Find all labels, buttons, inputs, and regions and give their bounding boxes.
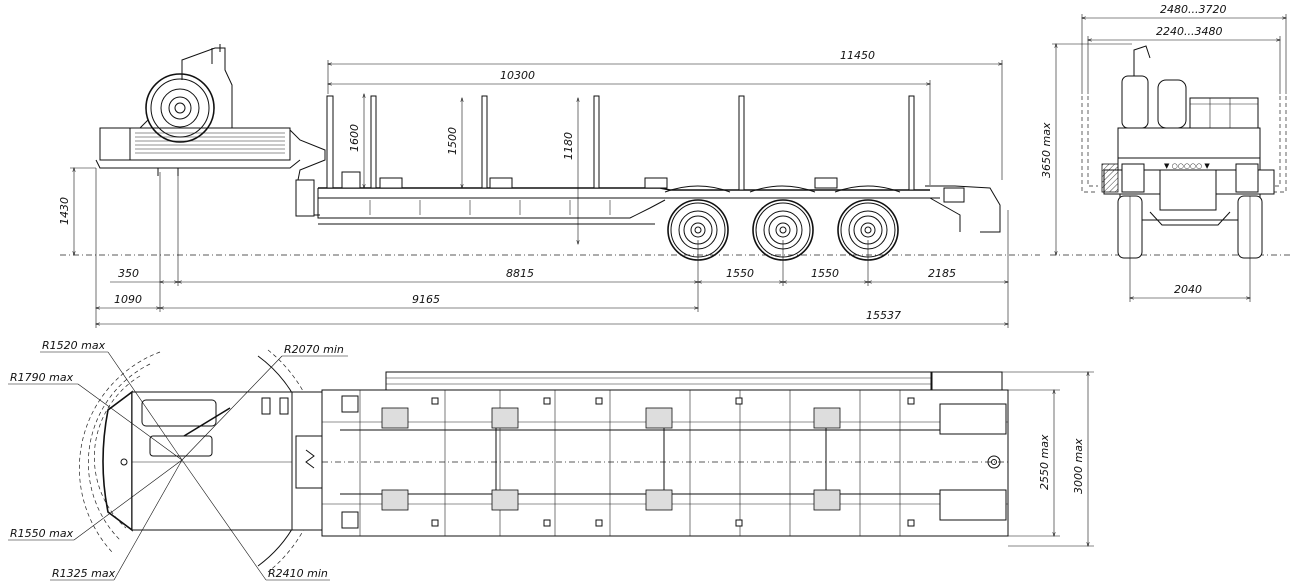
label-r1790: R1790 max <box>10 371 74 384</box>
main-frame <box>317 95 1001 233</box>
label-1180: 1180 <box>562 132 575 160</box>
dim-1500: 1500 <box>446 98 462 188</box>
label-3000-max: 3000 max <box>1072 438 1085 494</box>
label-1090: 1090 <box>114 293 142 306</box>
dim-1600: 1600 <box>348 94 364 188</box>
label-2550-max: 2550 max <box>1038 434 1051 490</box>
label-r1325: R1325 max <box>52 567 116 580</box>
label-350: 350 <box>118 267 139 280</box>
dim-3000-max: 3000 max <box>1002 372 1094 546</box>
radius-labels: R1520 max R1790 max R1550 max R1325 max … <box>8 339 348 581</box>
label-1430: 1430 <box>58 197 71 225</box>
side-view: 11450 10300 1600 1500 1180 1430 <box>58 44 1040 328</box>
dim-2040: 2040 <box>1130 258 1250 302</box>
dim-row-2: 1090 9165 <box>96 293 698 308</box>
label-10300: 10300 <box>500 69 535 82</box>
dim-2240-3480: 2240...3480 <box>1088 25 1280 94</box>
label-15537: 15537 <box>866 309 901 322</box>
side-axles <box>664 185 901 261</box>
label-9165: 9165 <box>412 293 440 306</box>
label-1600: 1600 <box>348 124 361 152</box>
label-r1550: R1550 max <box>10 527 74 540</box>
label-r2410: R2410 min <box>268 567 328 580</box>
label-1550a: 1550 <box>726 267 754 280</box>
tractor-top <box>102 390 323 532</box>
dim-11450: 11450 <box>328 49 1002 180</box>
dim-2480-3720: 2480...3720 <box>1082 3 1286 94</box>
rear-panel-marks: ▼ ○○○○○ ▼ <box>1164 162 1210 170</box>
dim-row-3: 15537 <box>96 309 1008 324</box>
dim-3650-max: 3650 max <box>1040 44 1132 255</box>
gooseneck <box>95 44 326 217</box>
label-2480-3720: 2480...3720 <box>1160 3 1226 16</box>
label-3650-max: 3650 max <box>1040 122 1053 178</box>
label-2240-3480: 2240...3480 <box>1156 25 1222 38</box>
dim-2550-max: 2550 max <box>1008 390 1060 536</box>
label-8815: 8815 <box>506 267 534 280</box>
label-1500: 1500 <box>446 127 459 155</box>
dim-row-1: 350 8815 1550 1550 2185 <box>110 267 1008 282</box>
spare-wheel <box>139 44 233 143</box>
dim-1180: 1180 <box>562 98 578 244</box>
label-r1520: R1520 max <box>42 339 106 352</box>
dim-10300: 10300 <box>328 69 930 185</box>
dim-1430: 1430 <box>58 168 96 255</box>
top-view: R1520 max R1790 max R1550 max R1325 max … <box>8 339 1094 581</box>
label-r2070: R2070 min <box>284 343 344 356</box>
label-1550b: 1550 <box>811 267 839 280</box>
label-2040: 2040 <box>1174 283 1202 296</box>
rear-view: ▼ ○○○○○ ▼ 2480...3720 2240...3480 <box>1040 3 1290 302</box>
label-2185: 2185 <box>928 267 956 280</box>
label-11450: 11450 <box>840 49 875 62</box>
trailer-top <box>321 371 1009 537</box>
